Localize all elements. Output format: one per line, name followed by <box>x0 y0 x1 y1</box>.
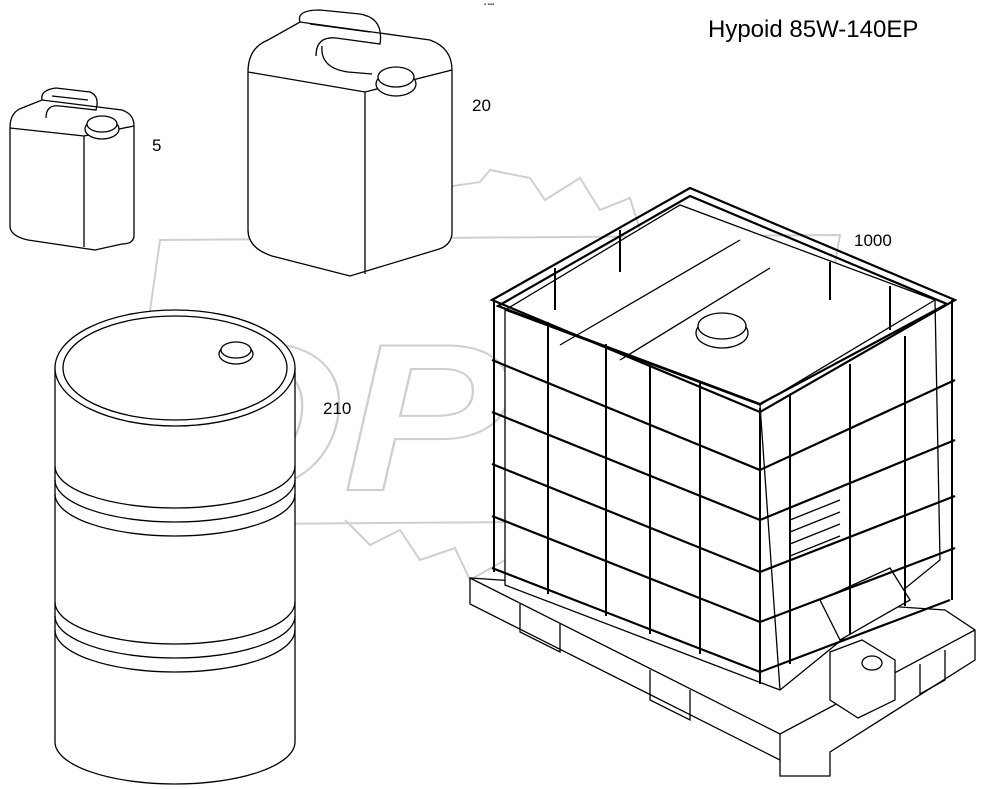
corner-mark: ▪ ▪▪▪ <box>484 2 495 8</box>
ibc-1000-tank <box>504 204 941 691</box>
barrel-210 <box>54 309 296 785</box>
barrel-210-body <box>54 368 296 785</box>
barrel-210-bung-top <box>220 341 252 359</box>
canister-5 <box>9 87 135 251</box>
product-title: Hypoid 85W-140EP <box>708 16 919 43</box>
canister-20-label: 20 <box>472 96 491 115</box>
canister-20 <box>247 9 453 277</box>
ibc-1000 <box>469 186 976 777</box>
ibc-1000-label: 1000 <box>854 231 892 250</box>
ibc-1000-cap-top <box>697 312 747 340</box>
canister-5-label: 5 <box>152 136 162 155</box>
barrel-210-lid-rim <box>62 315 288 421</box>
ibc-1000-pallet-top <box>469 577 976 760</box>
canister-5-cap-top <box>86 115 118 133</box>
ibc-1000-label-plate <box>789 499 841 557</box>
canister-5-handle <box>41 87 98 119</box>
canister-20-handle <box>298 9 382 75</box>
canister-20-body <box>247 21 453 277</box>
canister-20-top-face <box>247 69 453 274</box>
ibc-1000-cage-uprights <box>493 230 953 684</box>
canister-20-cap-top <box>377 66 415 88</box>
barrel-210-lid <box>54 309 296 427</box>
ibc-1000-valve-housing <box>819 567 911 641</box>
barrel-210-ribs <box>54 465 296 673</box>
ibc-1000-valve-handle <box>861 655 883 671</box>
barrel-210-label: 210 <box>323 399 352 418</box>
